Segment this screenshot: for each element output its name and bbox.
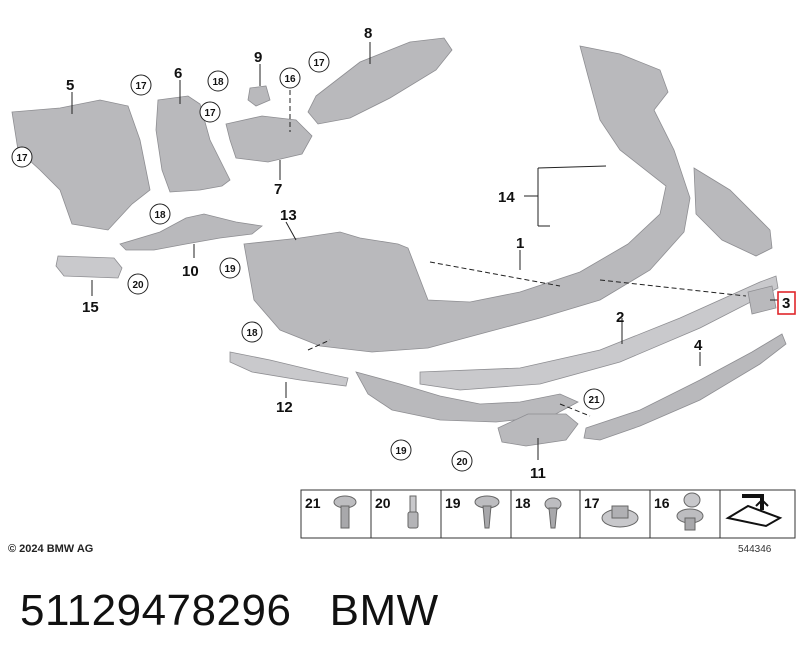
svg-text:17: 17 [135, 81, 147, 92]
rivet-20-icon [407, 495, 419, 529]
part-6-bracket [155, 95, 231, 193]
part-upper-right-panel [693, 167, 773, 257]
svg-text:19: 19 [395, 446, 407, 457]
callout-6: 6 [174, 65, 182, 82]
diagram-id: 544346 [738, 544, 772, 555]
footer: 51129478296 BMW [20, 586, 439, 636]
svg-text:16: 16 [284, 74, 296, 85]
circled-callout-20-a: 20 [127, 273, 149, 295]
callout-1: 1 [516, 235, 524, 252]
circled-callout-17-b: 17 [130, 74, 152, 96]
orientation-arrow-icon [725, 494, 783, 528]
circled-callout-18-b: 18 [149, 203, 171, 225]
callout-8: 8 [364, 25, 372, 42]
callout-4: 4 [694, 337, 703, 354]
svg-text:21: 21 [588, 395, 600, 406]
callout-12: 12 [276, 399, 293, 416]
circled-callout-17-a: 17 [11, 146, 33, 168]
part-11-tailpipe-trim [497, 413, 579, 447]
part-1-bumper-cover [243, 45, 691, 353]
callout-3: 3 [782, 295, 790, 312]
parts-diagram: 1 2 3 4 5 6 7 8 9 10 11 12 13 14 15 17 1… [11, 25, 796, 555]
callout-7: 7 [274, 181, 282, 198]
circled-callout-19-b: 19 [390, 439, 412, 461]
legend-18: 18 [515, 495, 531, 511]
circled-callout-19-a: 19 [219, 257, 241, 279]
part-10-rail [119, 213, 263, 251]
circled-callout-17-c: 17 [199, 101, 221, 123]
svg-text:17: 17 [204, 108, 216, 119]
svg-text:18: 18 [154, 210, 166, 221]
part-7-guide [225, 115, 313, 163]
legend-16: 16 [654, 495, 670, 511]
part-4-diffuser [583, 333, 787, 441]
brand: BMW [329, 586, 439, 635]
circled-callout-21: 21 [583, 388, 605, 410]
callout-5: 5 [66, 77, 74, 94]
circled-callout-17-d: 17 [308, 51, 330, 73]
svg-text:20: 20 [456, 457, 468, 468]
part-15-reflector [55, 255, 123, 279]
legend-20: 20 [375, 495, 391, 511]
svg-text:18: 18 [212, 77, 224, 88]
callout-2: 2 [616, 309, 624, 326]
callout-15: 15 [82, 299, 99, 316]
legend-17: 17 [584, 495, 600, 511]
part-2-trim-strip [419, 275, 779, 391]
clip-16-icon [676, 492, 704, 531]
circled-callout-18-c: 18 [241, 321, 263, 343]
hardware-legend: 21 20 19 18 17 16 [300, 489, 796, 555]
nut-17-icon [601, 505, 639, 528]
part-diffuser-center [355, 371, 579, 423]
screw-18-icon [544, 497, 562, 529]
circled-callout-20-b: 20 [451, 450, 473, 472]
callout-11: 11 [530, 465, 546, 482]
part-5-bracket [11, 99, 151, 231]
callout-14: 14 [498, 189, 515, 206]
copyright: © 2024 BMW AG [8, 543, 94, 555]
circled-callout-16: 16 [279, 67, 301, 89]
screw-19-icon [474, 495, 500, 529]
legend-21: 21 [305, 495, 321, 511]
part-9-clip [247, 85, 271, 107]
svg-text:20: 20 [132, 280, 144, 291]
leader-lines [71, 42, 778, 460]
callout-9: 9 [254, 49, 262, 66]
callout-10: 10 [182, 263, 199, 280]
part-3-bracket [747, 285, 777, 315]
circled-callout-18-a: 18 [207, 70, 229, 92]
svg-text:17: 17 [313, 58, 325, 69]
bolt-21-icon [333, 495, 357, 529]
callout-3-highlight-box [777, 291, 796, 315]
svg-text:17: 17 [16, 153, 28, 164]
part-number: 51129478296 [20, 586, 292, 635]
callout-13: 13 [280, 207, 297, 224]
svg-text:19: 19 [224, 264, 236, 275]
part-8-support [307, 37, 453, 125]
legend-19: 19 [445, 495, 461, 511]
svg-text:18: 18 [246, 328, 258, 339]
part-12-strip [229, 351, 349, 387]
